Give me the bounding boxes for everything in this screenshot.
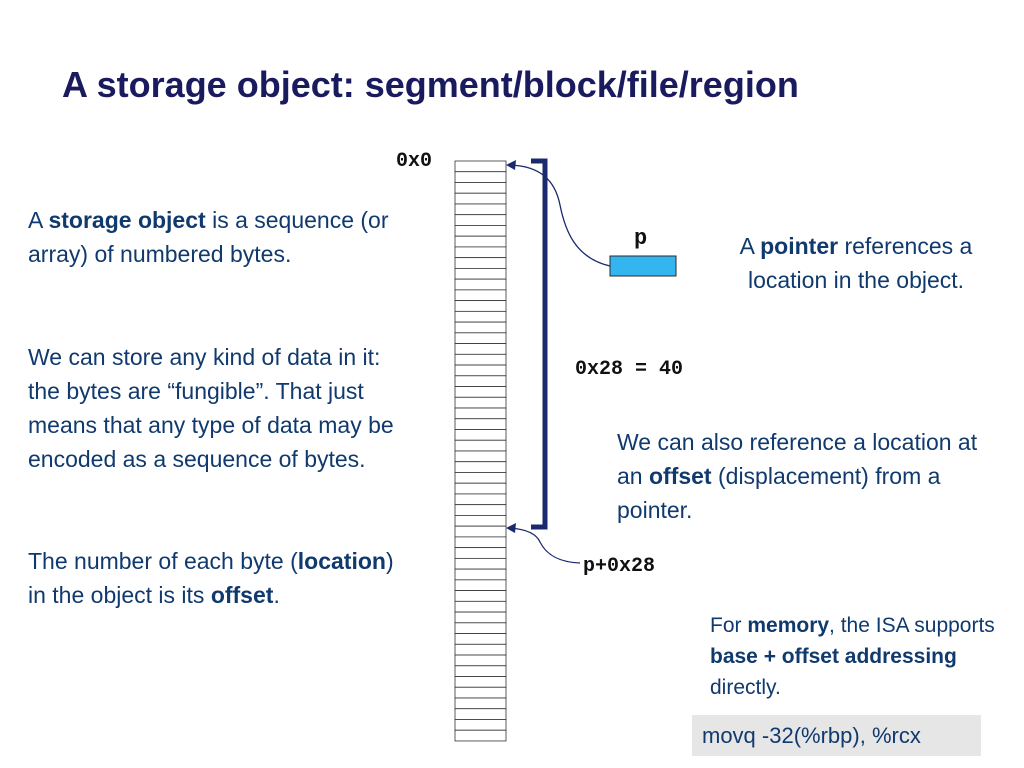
pointer-arrowhead (506, 160, 516, 170)
text-span: references a location in the object. (747, 233, 973, 293)
pointer-arrow (509, 164, 611, 267)
code-example: movq -32(%rbp), %rcx (692, 715, 981, 756)
byte-cell (454, 171, 507, 183)
byte-cell (454, 450, 507, 463)
byte-cell (454, 633, 507, 645)
byte-cell (454, 257, 507, 269)
storage-object-paragraph: A storage object is a sequence (or array… (28, 203, 408, 271)
text-span: is a sequence (or array) of numbered byt… (28, 207, 389, 267)
text-span: A (739, 233, 761, 259)
byte-cell (454, 439, 507, 452)
byte-cell (454, 225, 507, 237)
byte-cell (454, 600, 507, 613)
byte-cell (454, 557, 507, 570)
byte-cell (454, 429, 507, 441)
byte-cell (454, 547, 507, 559)
byte-cell (454, 246, 507, 259)
text-span: . (273, 582, 280, 608)
byte-cell (454, 289, 507, 302)
byte-cell (454, 676, 507, 688)
byte-cell (454, 719, 507, 731)
byte-cell (454, 579, 507, 591)
text-span: , the ISA supports (829, 614, 995, 637)
byte-cell (454, 214, 507, 226)
text-span: We can also reference a location at an (617, 429, 978, 489)
bold-term-memory: memory (747, 614, 830, 637)
bold-term-pointer: pointer (760, 233, 839, 259)
pointer-label: p (634, 226, 648, 251)
pointer-paragraph: A pointer references a location in the o… (706, 229, 1006, 297)
offset-reference-paragraph: We can also reference a location at an o… (617, 425, 1007, 527)
bold-term-storage-object: storage object (48, 207, 206, 233)
byte-cell (454, 686, 507, 699)
byte-cell (454, 461, 507, 473)
byte-cell (454, 386, 507, 398)
byte-cell (454, 697, 507, 710)
byte-cell (454, 182, 507, 194)
byte-cell (454, 504, 507, 516)
text-span: ) in the object is its (28, 548, 394, 608)
byte-cell (454, 203, 507, 216)
byte-cell (454, 332, 507, 344)
byte-cell (454, 482, 507, 495)
byte-cell (454, 235, 507, 248)
byte-cell (454, 708, 507, 720)
byte-cell (454, 729, 507, 742)
text-span: A (28, 207, 49, 233)
start-offset-label: 0x0 (396, 150, 433, 173)
byte-cell (454, 418, 507, 430)
offset-arrow (509, 527, 581, 564)
byte-cell (454, 654, 507, 667)
byte-cell (454, 278, 507, 291)
pointer-offset-label: p+0x28 (583, 555, 656, 578)
byte-cell (454, 353, 507, 366)
byte-cell (454, 472, 507, 484)
size-bracket (531, 158, 548, 530)
byte-cell (454, 407, 507, 420)
bold-term-offset: offset (648, 463, 712, 489)
offset-arrowhead (506, 523, 516, 533)
byte-cell (454, 321, 507, 334)
pointer-box (609, 255, 677, 277)
text-span: directly. (710, 676, 781, 699)
byte-cell (454, 568, 507, 581)
text-span: For (710, 614, 748, 637)
bold-term-location: location (297, 548, 386, 574)
byte-cell (454, 267, 507, 280)
text-span: (displacement) from a pointer. (617, 463, 941, 523)
byte-cell (454, 192, 507, 205)
byte-cell (454, 310, 507, 323)
byte-array (454, 160, 507, 742)
byte-cell (454, 536, 507, 549)
offset-paragraph: The number of each byte (location) in th… (28, 544, 403, 612)
byte-cell (454, 515, 507, 527)
memory-addressing-paragraph: For memory, the ISA supports base + offs… (710, 610, 1000, 703)
bold-term-offset: offset (210, 582, 274, 608)
byte-cell (454, 643, 507, 656)
byte-cell (454, 375, 507, 387)
byte-cell (454, 525, 507, 538)
bold-term-base-offset: base + offset addressing (710, 645, 957, 668)
fungible-paragraph: We can store any kind of data in it: the… (28, 344, 394, 472)
byte-cell (454, 364, 507, 377)
size-label: 0x28 = 40 (575, 358, 684, 381)
byte-cell (454, 160, 507, 173)
byte-cell (454, 622, 507, 634)
byte-cell (454, 493, 507, 506)
text-span: The number of each byte ( (28, 548, 298, 574)
byte-cell (454, 300, 507, 312)
byte-cell (454, 590, 507, 602)
byte-cell (454, 396, 507, 409)
byte-cell (454, 343, 507, 355)
byte-cell (454, 611, 507, 624)
byte-cell (454, 665, 507, 677)
slide-title: A storage object: segment/block/file/reg… (62, 64, 799, 105)
